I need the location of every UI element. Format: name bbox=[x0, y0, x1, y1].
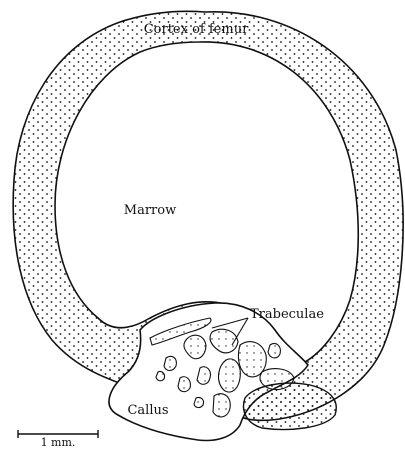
scale-bar: 1 mm. bbox=[18, 430, 98, 449]
marrow-label: Marrow bbox=[124, 203, 176, 218]
trabecula bbox=[156, 371, 165, 380]
trabecula bbox=[194, 397, 204, 407]
trabecula bbox=[260, 369, 294, 390]
callus-label: Callus bbox=[127, 403, 168, 418]
trabecula bbox=[213, 394, 230, 417]
cortex-label: Cortex of femur bbox=[144, 22, 249, 37]
trabeculae-label: Trabeculae bbox=[250, 307, 324, 322]
trabecula bbox=[219, 359, 241, 392]
trabecula bbox=[178, 377, 190, 392]
cortex-fragment bbox=[244, 383, 337, 429]
trabecula bbox=[164, 356, 176, 370]
trabecula bbox=[268, 344, 280, 358]
scale-bar-label: 1 mm. bbox=[41, 436, 76, 449]
